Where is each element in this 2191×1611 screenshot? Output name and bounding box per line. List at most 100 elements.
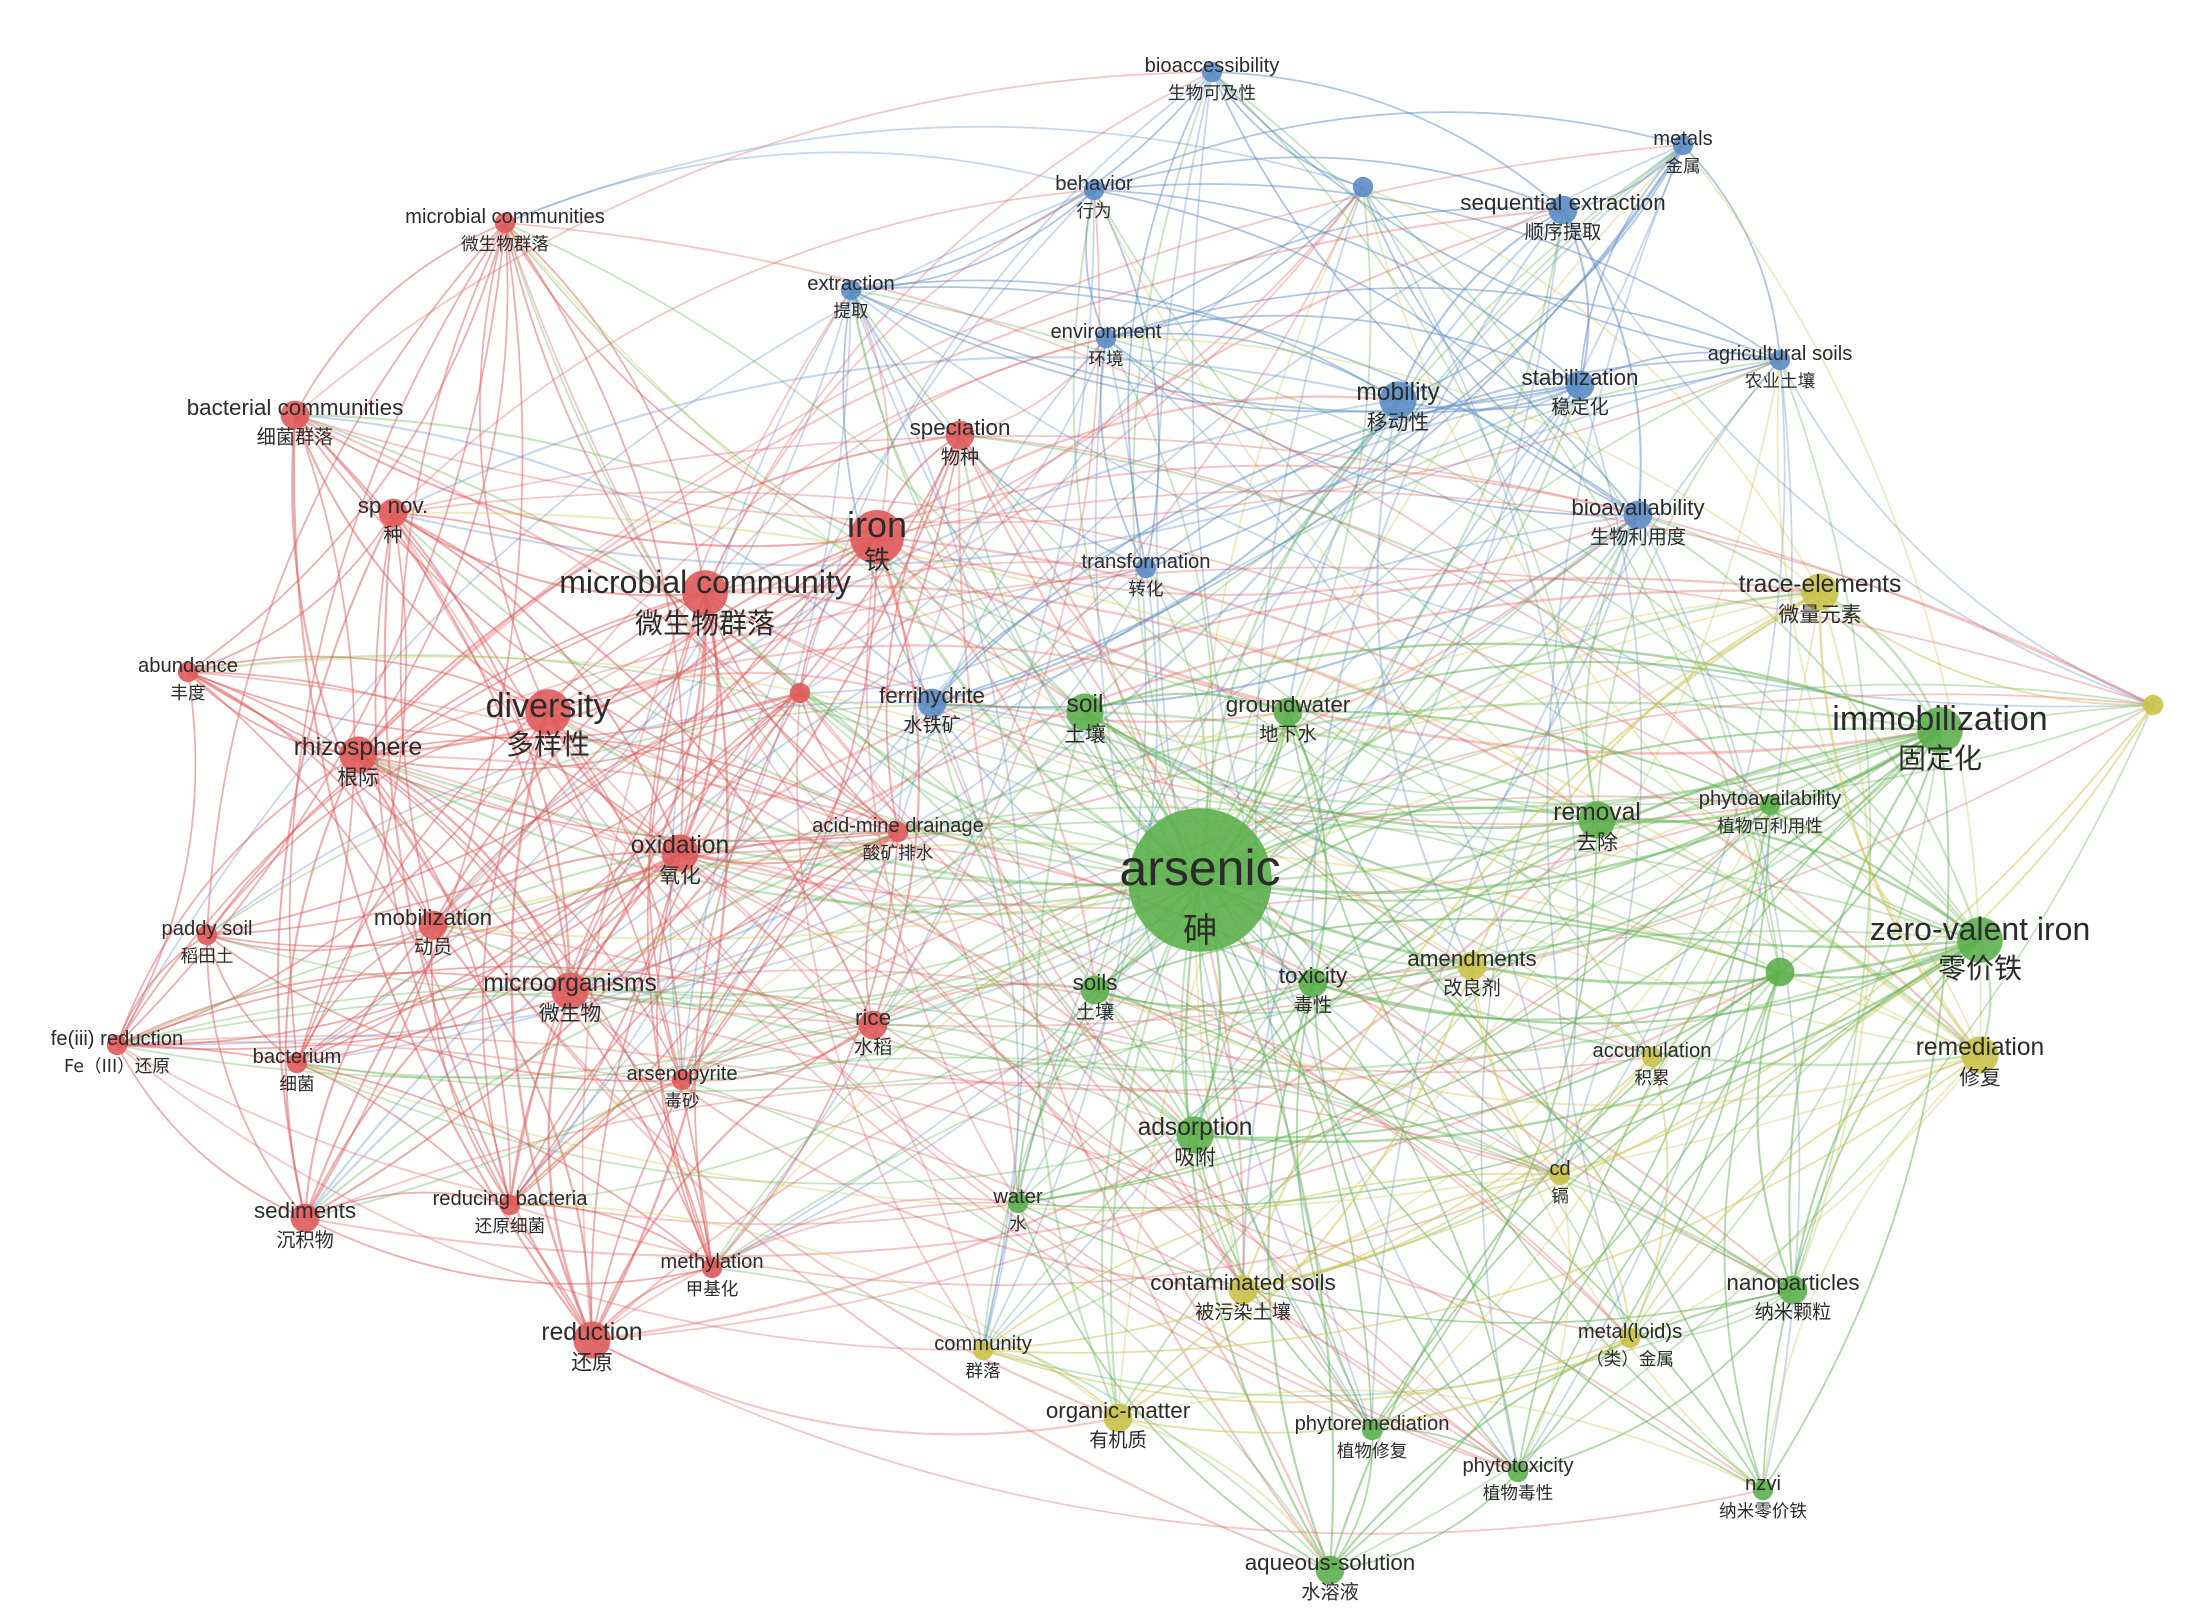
node-rhizosphere[interactable] <box>339 736 377 774</box>
label-en-ferrihydrite: ferrihydrite <box>879 683 985 708</box>
node-sequential-extraction[interactable] <box>1548 195 1578 225</box>
edge-extraction-iron <box>850 289 890 538</box>
label-zh-oxidation: 氧化 <box>659 864 701 888</box>
node-groundwater[interactable] <box>1273 697 1303 727</box>
edge-ferrihydrite-diversity <box>547 671 933 713</box>
edge-soil-organic-matter <box>1035 711 1119 1419</box>
edge-iron-paddy-soil <box>206 536 878 936</box>
node-trace-elements[interactable] <box>1801 573 1839 611</box>
node-agricultural-soils[interactable] <box>1769 349 1791 371</box>
node-blue-unlabeled[interactable] <box>1352 176 1374 198</box>
node-contaminated-soils[interactable] <box>1228 1275 1258 1305</box>
edge-acid-mine-drainage-reduction <box>591 831 899 1341</box>
edge-cd-yellow-unlabeled <box>1559 704 2154 1176</box>
node-community[interactable] <box>972 1339 994 1361</box>
node-rice[interactable] <box>858 1010 888 1040</box>
node-immobilization[interactable] <box>1917 707 1963 753</box>
node-bioavailability[interactable] <box>1623 500 1653 530</box>
edge-immobilization-accumulation <box>1651 729 1941 1058</box>
node-oxidation[interactable] <box>661 834 699 872</box>
node-diversity[interactable] <box>525 689 571 735</box>
node-mobilization[interactable] <box>418 910 448 940</box>
node-soils[interactable] <box>1080 975 1110 1005</box>
edge-organic-matter-nzvi <box>1117 1389 1764 1491</box>
node-nzvi[interactable] <box>1752 1479 1774 1501</box>
edge-microbial-community-soil <box>704 591 1086 713</box>
edge-abundance-diversity <box>187 655 549 713</box>
node-toxicity[interactable] <box>1298 968 1328 998</box>
node-acid-mine-drainage[interactable] <box>887 821 909 843</box>
node-water[interactable] <box>1007 1192 1029 1214</box>
node-arsenopyrite[interactable] <box>671 1069 693 1091</box>
node-accumulation[interactable] <box>1641 1046 1663 1068</box>
node-phytoavailability[interactable] <box>1759 794 1781 816</box>
node-speciation[interactable] <box>945 420 975 450</box>
label-en-diversity: diversity <box>486 687 611 725</box>
edge-microbial-communities-bacterium <box>288 222 506 1064</box>
node-organic-matter[interactable] <box>1103 1403 1133 1433</box>
node-aqueous-solution[interactable] <box>1315 1555 1345 1585</box>
node-red-unlabeled[interactable] <box>789 682 811 704</box>
node-iron[interactable] <box>850 510 904 564</box>
node-soil[interactable] <box>1066 693 1104 731</box>
node-zero-valent-iron[interactable] <box>1957 917 2003 963</box>
edge-ferrihydrite-immobilization <box>931 702 1941 809</box>
label-en-groundwater: groundwater <box>1226 692 1351 717</box>
edge-reducing-bacteria-methylation <box>509 1203 713 1269</box>
node-methylation[interactable] <box>701 1257 723 1279</box>
edge-bacterial-communities-microorganisms <box>294 414 572 992</box>
edge-arsenic-remediation <box>1199 878 1981 1067</box>
node-fe-iii-reduction[interactable] <box>106 1034 128 1056</box>
node-bacterium[interactable] <box>286 1052 308 1074</box>
node-stabilization[interactable] <box>1565 370 1595 400</box>
node-removal[interactable] <box>1578 801 1616 839</box>
node-adsorption[interactable] <box>1176 1116 1214 1154</box>
node-microbial-communities[interactable] <box>494 212 516 234</box>
edge-rice-reduction <box>591 1024 874 1341</box>
label-zh-behavior: 行为 <box>1076 202 1111 222</box>
node-arsenic[interactable] <box>1128 808 1272 952</box>
node-amendments[interactable] <box>1457 951 1487 981</box>
label-en-microbial-community: microbial community <box>559 564 851 600</box>
edge-diversity-aqueous-solution <box>547 711 1331 1571</box>
node-behavior[interactable] <box>1083 179 1105 201</box>
node-paddy-soil[interactable] <box>196 924 218 946</box>
node-metals[interactable] <box>1672 134 1694 156</box>
node-remediation[interactable] <box>1961 1036 1999 1074</box>
node-green-unlabeled[interactable] <box>1765 957 1795 987</box>
node-extraction[interactable] <box>840 279 862 301</box>
node-mobility[interactable] <box>1379 381 1417 419</box>
node-phytotoxicity[interactable] <box>1507 1461 1529 1483</box>
node-nanoparticles[interactable] <box>1778 1275 1808 1305</box>
node-phytoremediation[interactable] <box>1361 1419 1383 1441</box>
edge-reduction-phytoavailability <box>591 804 1771 1341</box>
edge-speciation-phytoavailability <box>959 434 1771 806</box>
edge-microorganisms-bacterium <box>296 988 571 1064</box>
edge-bioavailability-nzvi <box>1637 514 1801 1491</box>
node-metal-loid-s[interactable] <box>1619 1327 1641 1349</box>
edge-behavior-stabilization <box>1093 189 1581 386</box>
node-reducing-bacteria[interactable] <box>499 1194 521 1216</box>
label-zh-contaminated-soils: 被污染土壤 <box>1195 1300 1291 1323</box>
node-sp-nov[interactable] <box>378 498 408 528</box>
node-reduction[interactable] <box>573 1321 611 1359</box>
node-environment[interactable] <box>1095 327 1117 349</box>
edge-sp-nov-abundance <box>187 512 394 673</box>
label-zh-methylation: 甲基化 <box>686 1280 739 1300</box>
node-yellow-unlabeled[interactable] <box>2142 694 2164 716</box>
node-cd[interactable] <box>1549 1164 1571 1186</box>
node-ferrihydrite[interactable] <box>917 688 947 718</box>
node-abundance[interactable] <box>177 661 199 683</box>
edge-red-unlabeled-microorganisms <box>569 692 801 992</box>
edge-behavior-arsenopyrite <box>681 189 1095 1081</box>
node-sediments[interactable] <box>290 1203 320 1233</box>
node-transformation[interactable] <box>1135 557 1157 579</box>
edge-speciation-rhizosphere <box>357 433 961 756</box>
edge-environment-bioavailability <box>1105 337 1639 517</box>
node-bioaccessibility[interactable] <box>1201 61 1223 83</box>
node-microbial-community[interactable] <box>682 570 728 616</box>
node-microorganisms[interactable] <box>551 972 589 1010</box>
node-bacterial-communities[interactable] <box>280 400 310 430</box>
edge-reduction-nzvi <box>591 1339 1764 1535</box>
